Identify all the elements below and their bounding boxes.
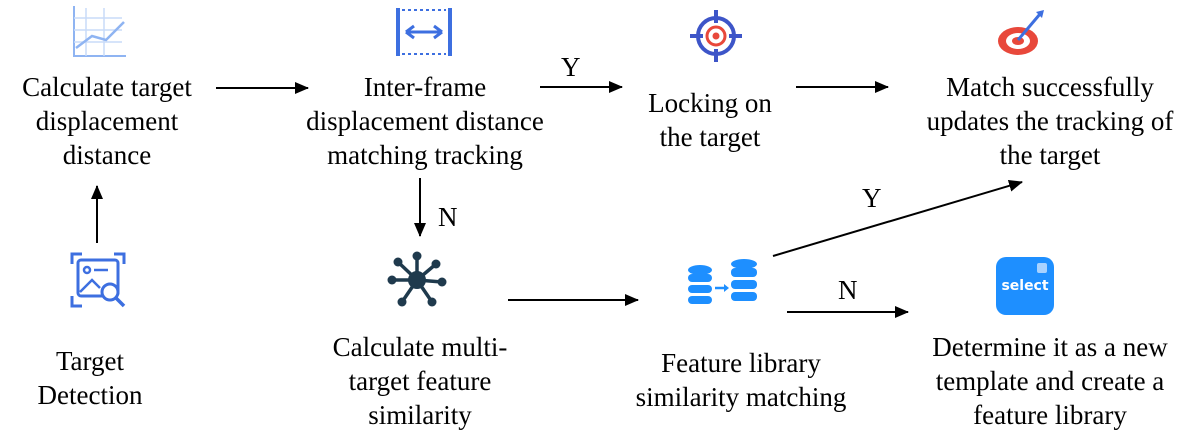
multi-target-label: Calculate multi- target feature similari… <box>332 332 508 430</box>
edge-label-n-newtemplate: N <box>838 275 858 305</box>
dartboard-icon <box>996 8 1048 63</box>
inter-frame-label: Inter-frame displacement distance matchi… <box>306 72 544 170</box>
network-node-icon <box>386 250 448 315</box>
target-crosshair-icon <box>688 8 744 69</box>
select-icon: select <box>996 257 1054 315</box>
feature-library-label: Feature library similarity matching <box>635 348 847 412</box>
image-search-icon <box>68 250 128 315</box>
select-icon-text: select <box>1001 278 1049 294</box>
cube-icon <box>1037 263 1047 273</box>
calc-displacement-label: Calculate target displacement distance <box>22 72 192 170</box>
edge-label-n-multi: N <box>438 202 458 232</box>
width-arrows-icon <box>394 6 454 63</box>
target-detection-label: Target Detection <box>37 346 143 410</box>
edge-label-y-match: Y <box>862 183 882 213</box>
locking-label: Locking on the target <box>648 88 772 152</box>
edge-label-y-locking: Y <box>561 52 581 82</box>
match-success-label: Match successfully updates the tracking … <box>926 72 1174 170</box>
line-chart-icon <box>70 4 128 65</box>
arrow-library-to-match <box>772 179 1023 257</box>
new-template-label: Determine it as a new template and creat… <box>932 332 1168 430</box>
database-transfer-icon <box>686 258 760 313</box>
